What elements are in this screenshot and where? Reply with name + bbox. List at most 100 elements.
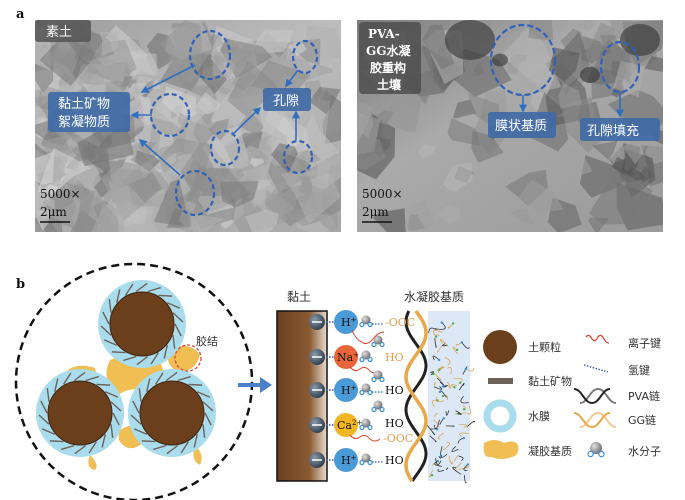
ion-row: Ca2+HO [309,413,404,442]
legend-label: 离子键 [628,336,661,350]
texture-fragment [200,167,230,197]
ion-row: H+-OOC [309,310,415,334]
dashed-circles [489,23,641,97]
legend-item: PVA链 [573,387,660,405]
polymer-strand [434,338,437,348]
cation-label: H+ [341,316,357,329]
polymer-helix [404,309,428,482]
texture-fragment [227,60,280,117]
polymer-strand [448,456,453,465]
pore-label-box [263,88,311,111]
water-molecule-icon [371,335,385,348]
water-molecule-icon [359,453,373,466]
texture-fragment [580,155,635,198]
cation-symbol: H [341,384,351,397]
cation-label: Na+ [337,351,359,364]
texture-fragment [280,169,341,224]
water-molecule-icon [587,442,605,458]
texture-fragment [270,143,298,174]
hydrogen-bond-icon [583,364,609,373]
floc-label-line2: 絮凝物质 [58,114,110,130]
crosslink-node [455,348,459,352]
scale-bar-label: 2μm [362,205,389,219]
texture-fragment [322,111,340,137]
legend-label: GG链 [628,413,656,427]
cation-circle [334,310,358,334]
texture-fragment [471,130,504,163]
texture-fragment [644,56,663,72]
texture-fragment [128,170,162,203]
polymer-strand [451,446,459,452]
title-line: 胶重构 [370,60,406,75]
cementation-highlight [174,344,202,372]
polymer-strand [434,460,442,467]
cation-symbol: Na [337,351,354,364]
texture-fragment [418,144,436,159]
sem-image-raw-soil: 素土 黏土矿物 絮凝物质 孔隙 5000× 2μm [35,20,341,232]
crosslink-node [460,341,464,344]
polymer-strand [439,339,449,347]
functional-group: HO [385,351,404,364]
polymer-strand [463,464,469,472]
texture-fragment [46,134,85,164]
polymer-strand [426,424,436,436]
crosslink-node [441,385,445,388]
polymer-strand [452,466,462,475]
legend-item: 氢键 [583,363,650,377]
texture-fragment [611,156,626,175]
polymer-network [426,321,475,484]
texture-fragment [473,62,485,77]
texture-fragment [453,99,477,119]
texture-fragment [249,158,265,168]
texture-fragment [178,207,224,232]
texture-fragment [164,152,177,166]
water-molecule-icon [359,418,373,431]
texture-fragment [85,39,137,84]
crosslink-node [437,358,441,362]
polymer-strand [444,356,451,366]
texture-fragment [442,162,473,193]
hydrogel-matrix-region [428,311,470,481]
cation-charge: + [353,351,359,359]
polymer-strand [466,405,472,415]
ionic-bond-icon [585,334,610,344]
polymer-strand [430,371,434,376]
scale-bar-label: 2μm [40,205,67,219]
texture-fragment [37,147,92,194]
texture-fragment [561,148,593,182]
pointer-arrows [130,64,300,176]
texture-fragment [36,209,50,231]
gel-matrix-icon [483,440,519,459]
magnification: 5000× [362,187,403,201]
cementation-label: 胶结 [196,334,218,348]
texture-fragment [578,20,595,33]
floc-label-box [48,92,130,132]
ionic-bond [351,329,385,345]
cation-symbol: H [341,316,351,329]
polymer-strand [454,462,462,470]
functional-group: HO [385,454,404,467]
polymer-strand [432,355,440,361]
pointer-arrows [519,92,624,118]
polymer-strand [459,432,469,437]
polymer-strand [433,382,436,386]
cation-circle [334,378,358,402]
pva-chain-icon [573,387,617,405]
texture-fragment [376,87,422,133]
crosslink-node [434,335,438,338]
cation-charge: 2+ [352,419,362,427]
crosslink-node [458,381,462,385]
ionic-bond [349,434,381,442]
polymer-strand [436,377,445,386]
cation-circle [334,345,358,369]
soil-particle [36,369,124,457]
texture-fragment [437,204,461,225]
texture-fragment [250,60,311,95]
functional-group: HO [385,417,404,430]
crosslink-node [462,408,466,411]
texture-fragment [35,63,54,93]
texture-fragment [288,40,308,57]
polymer-strand [433,419,440,430]
texture-fragment [644,142,663,164]
legend-item: 水膜 [483,399,550,433]
